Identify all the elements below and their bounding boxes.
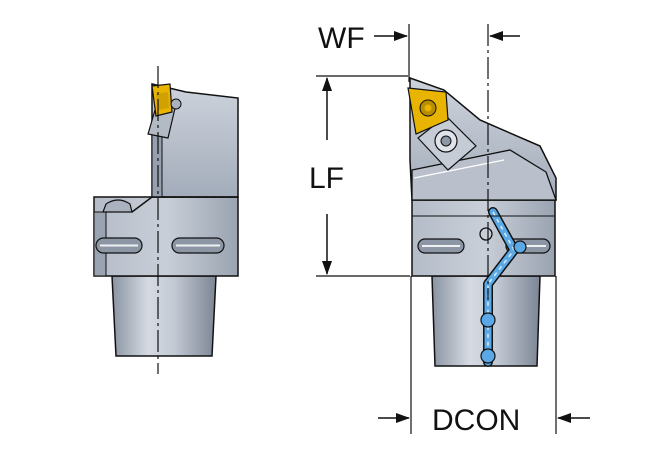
coolant-channel (480, 207, 527, 367)
front-clamp (411, 149, 557, 201)
side-view (93, 66, 239, 374)
front-view (407, 76, 557, 367)
dimension-lines (316, 24, 590, 434)
side-slot-left (95, 237, 143, 254)
side-clamp-knob (102, 199, 133, 213)
coolant-port (479, 227, 493, 241)
dcon-label: DCON (432, 404, 520, 437)
side-shank (111, 275, 217, 357)
front-insert (407, 87, 449, 135)
front-slot (417, 238, 465, 254)
lf-label: LF (309, 162, 344, 195)
side-slot-right (171, 237, 225, 254)
wf-label: WF (318, 22, 365, 55)
